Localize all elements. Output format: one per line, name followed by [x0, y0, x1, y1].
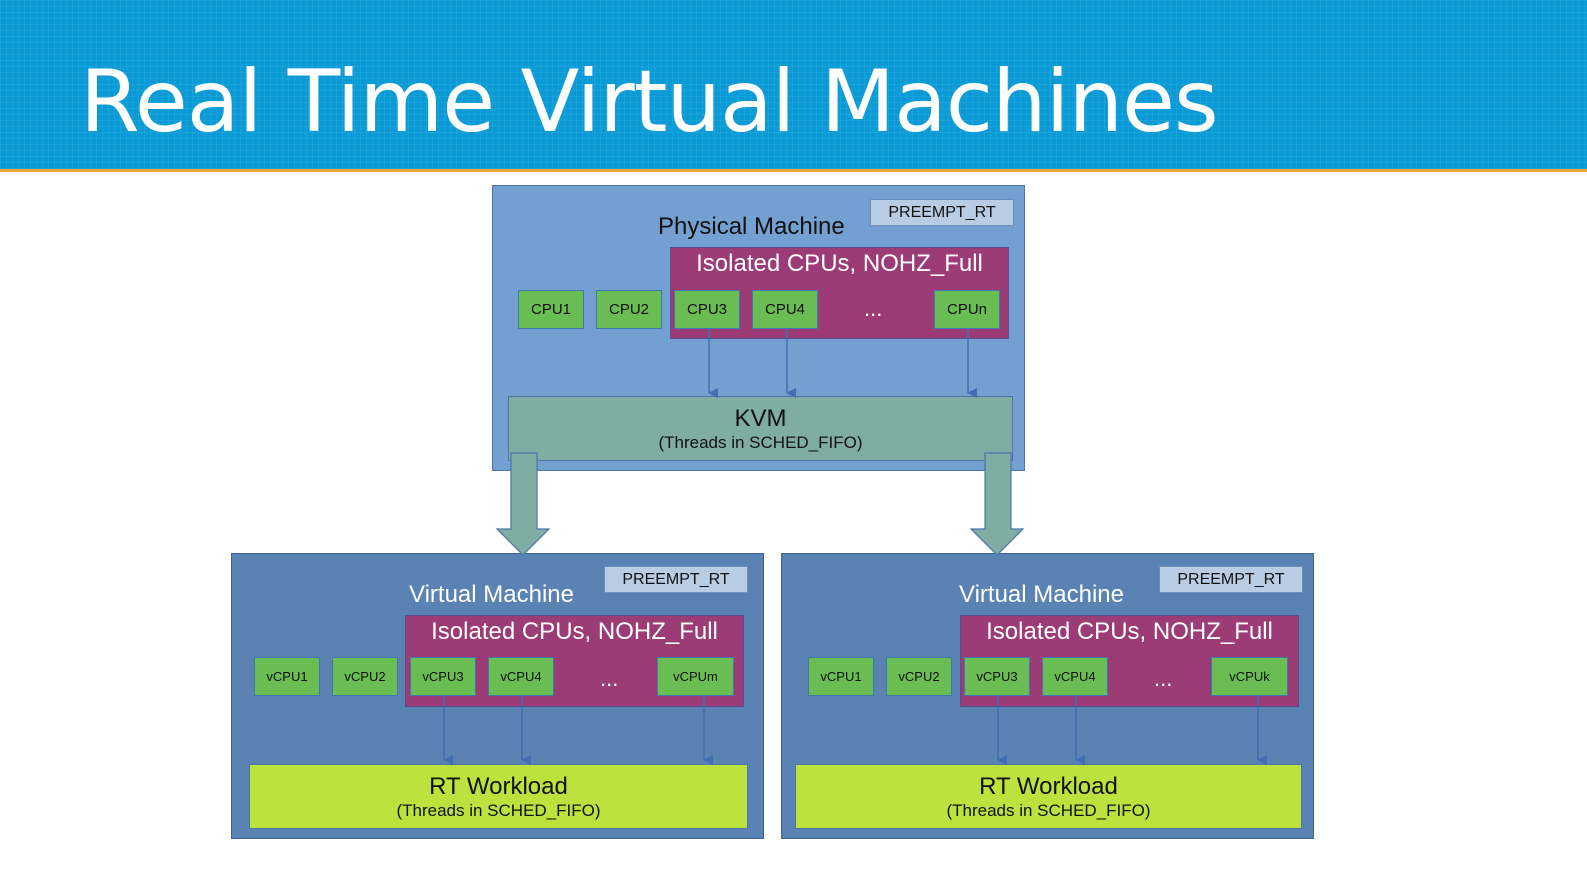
kvm-subtitle: (Threads in SCHED_FIFO) — [658, 433, 863, 452]
physical-cpu-4: CPU4 — [752, 290, 818, 329]
vm-right-label: Virtual Machine — [959, 581, 1124, 608]
physical-cpu-3: CPU3 — [674, 290, 740, 329]
vm-left-vcpu-4: vCPU4 — [488, 657, 554, 696]
physical-cpu-n: CPUn — [934, 290, 1000, 329]
virtual-machine-left-box: PREEMPT_RT Virtual Machine Isolated CPUs… — [231, 553, 764, 839]
vm-right-vcpu-ellipsis: ... — [1154, 666, 1173, 691]
vm-left-workload-subtitle: (Threads in SCHED_FIFO) — [396, 801, 601, 820]
vm-right-vcpu-1: vCPU1 — [808, 657, 874, 696]
kvm-title: KVM — [734, 405, 787, 432]
vm-right-vcpu-2: vCPU2 — [886, 657, 952, 696]
vm-left-isolated-label: Isolated CPUs, NOHZ_Full — [431, 618, 718, 645]
physical-isolated-label: Isolated CPUs, NOHZ_Full — [696, 250, 983, 277]
kvm-box: KVM (Threads in SCHED_FIFO) — [508, 396, 1013, 461]
title-banner — [0, 0, 1587, 169]
block-arrow-kvm-to-vm-right — [969, 452, 1025, 556]
physical-cpu-ellipsis: ... — [864, 296, 883, 321]
virtual-machine-right-box: PREEMPT_RT Virtual Machine Isolated CPUs… — [781, 553, 1314, 839]
vm-right-workload-title: RT Workload — [979, 773, 1118, 800]
vm-left-workload-title: RT Workload — [429, 773, 568, 800]
vm-left-vcpu-3: vCPU3 — [410, 657, 476, 696]
vm-left-preempt-badge: PREEMPT_RT — [604, 566, 748, 593]
vm-left-vcpu-m: vCPUm — [657, 657, 734, 696]
physical-machine-label: Physical Machine — [658, 213, 845, 240]
vm-right-vcpu-k: vCPUk — [1211, 657, 1288, 696]
physical-preempt-badge: PREEMPT_RT — [870, 199, 1014, 226]
vm-right-preempt-badge: PREEMPT_RT — [1159, 566, 1303, 593]
vm-left-label: Virtual Machine — [409, 581, 574, 608]
block-arrow-kvm-to-vm-left — [495, 452, 551, 556]
title-underline — [0, 169, 1587, 172]
physical-cpu-1: CPU1 — [518, 290, 584, 329]
vm-right-workload-subtitle: (Threads in SCHED_FIFO) — [946, 801, 1151, 820]
physical-cpu-2: CPU2 — [596, 290, 662, 329]
vm-left-vcpu-1: vCPU1 — [254, 657, 320, 696]
vm-right-rt-workload: RT Workload (Threads in SCHED_FIFO) — [795, 764, 1302, 829]
slide-title: Real Time Virtual Machines — [80, 52, 1219, 152]
vm-right-isolated-label: Isolated CPUs, NOHZ_Full — [986, 618, 1273, 645]
vm-right-vcpu-3: vCPU3 — [964, 657, 1030, 696]
vm-right-vcpu-4: vCPU4 — [1042, 657, 1108, 696]
vm-left-vcpu-2: vCPU2 — [332, 657, 398, 696]
vm-left-rt-workload: RT Workload (Threads in SCHED_FIFO) — [249, 764, 748, 829]
vm-left-vcpu-ellipsis: ... — [600, 666, 619, 691]
